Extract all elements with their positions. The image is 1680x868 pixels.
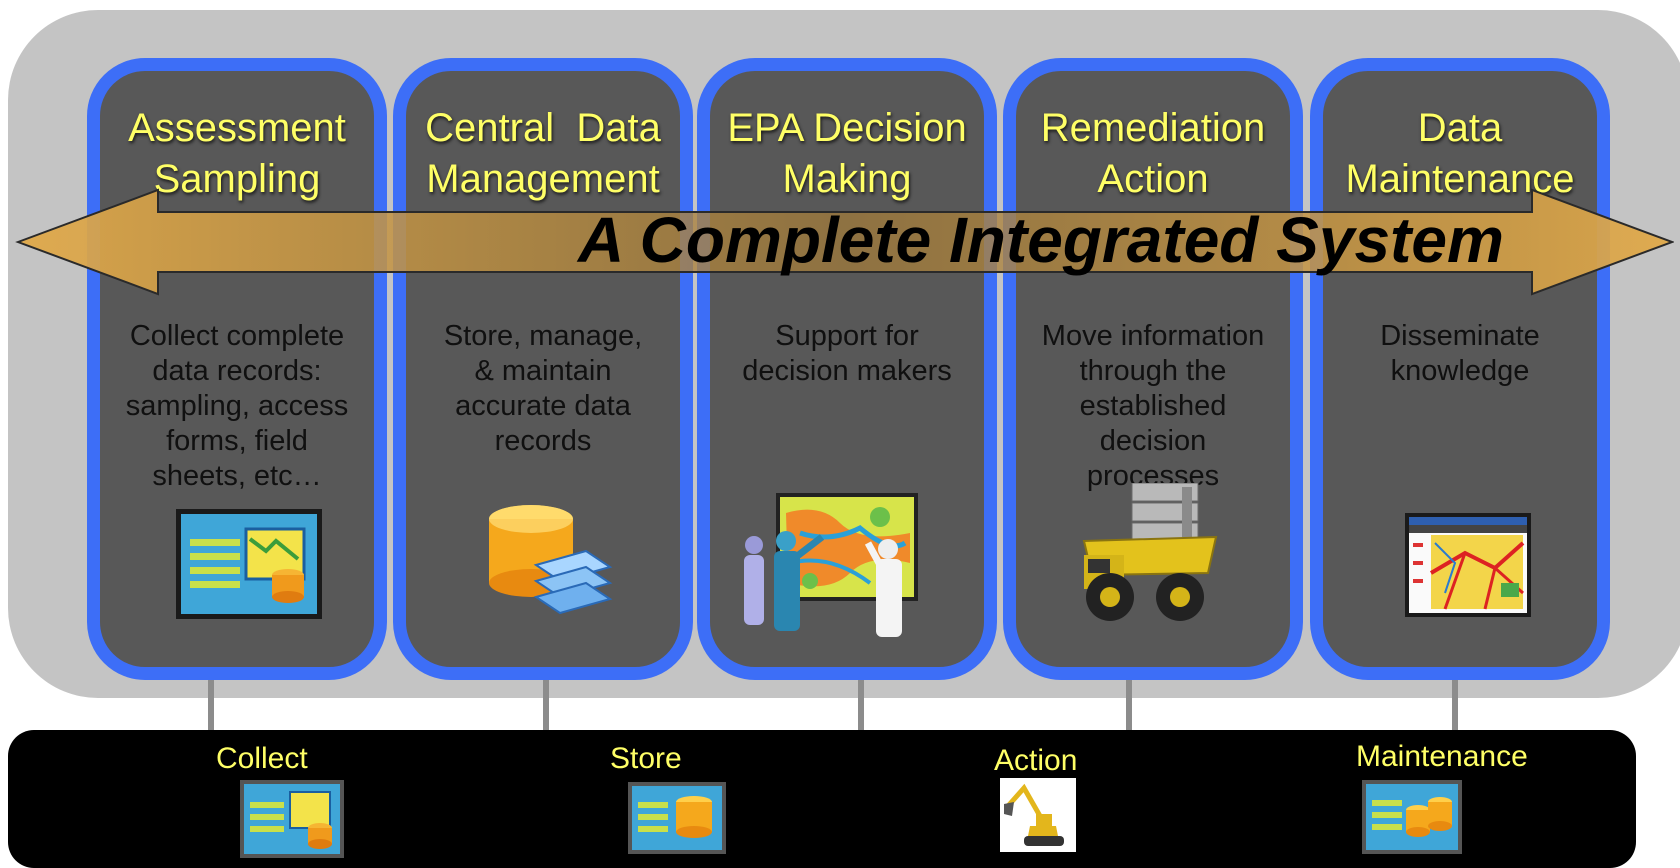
- map-window-icon: [1405, 513, 1531, 617]
- column-title: Remediation Action: [1040, 106, 1266, 201]
- column-title: Assessment Sampling: [128, 106, 346, 201]
- column-description: Support for decision makers: [742, 320, 952, 387]
- column-title: Central Data Management: [425, 106, 661, 201]
- store-icon: [628, 782, 726, 854]
- column-assessment-sampling: Assessment Sampling Collect complete dat…: [87, 58, 387, 680]
- integration-double-arrow: [15, 188, 1674, 296]
- database-layers-icon: [489, 505, 613, 615]
- column-description: Collect complete data records: sampling,…: [125, 320, 349, 492]
- column-epa-decision-making: EPA Decision Making Support for decision…: [697, 58, 997, 680]
- connector-line: [543, 680, 549, 732]
- dump-truck-icon: [1082, 483, 1218, 621]
- bottom-label-collect: Collect: [216, 742, 308, 775]
- column-title: EPA Decision Making: [727, 106, 967, 201]
- connector-line: [858, 680, 864, 732]
- column-description: Store, manage, & maintain accurate data …: [443, 320, 643, 457]
- people-map-icon: [744, 493, 918, 637]
- column-remediation-action: Remediation Action Move information thro…: [1003, 58, 1303, 680]
- connector-line: [208, 680, 214, 732]
- column-data-maintenance: Data Maintenance Disseminate knowledge: [1310, 58, 1610, 680]
- connector-line: [1452, 680, 1458, 732]
- bottom-label-maintenance: Maintenance: [1356, 740, 1528, 773]
- maintenance-icon: [1362, 780, 1462, 854]
- column-central-data-management: Central Data Management Store, manage, &…: [393, 58, 693, 680]
- banner-title: A Complete Integrated System: [578, 204, 1504, 276]
- column-description: Move information through the established…: [1041, 320, 1265, 492]
- column-description: Disseminate knowledge: [1380, 320, 1540, 387]
- bottom-label-action: Action: [994, 744, 1078, 777]
- data-forms-icon: [176, 509, 322, 619]
- bottom-label-store: Store: [610, 742, 682, 775]
- excavator-icon: [1000, 778, 1076, 852]
- connector-line: [1126, 680, 1132, 732]
- collect-icon: [240, 780, 344, 858]
